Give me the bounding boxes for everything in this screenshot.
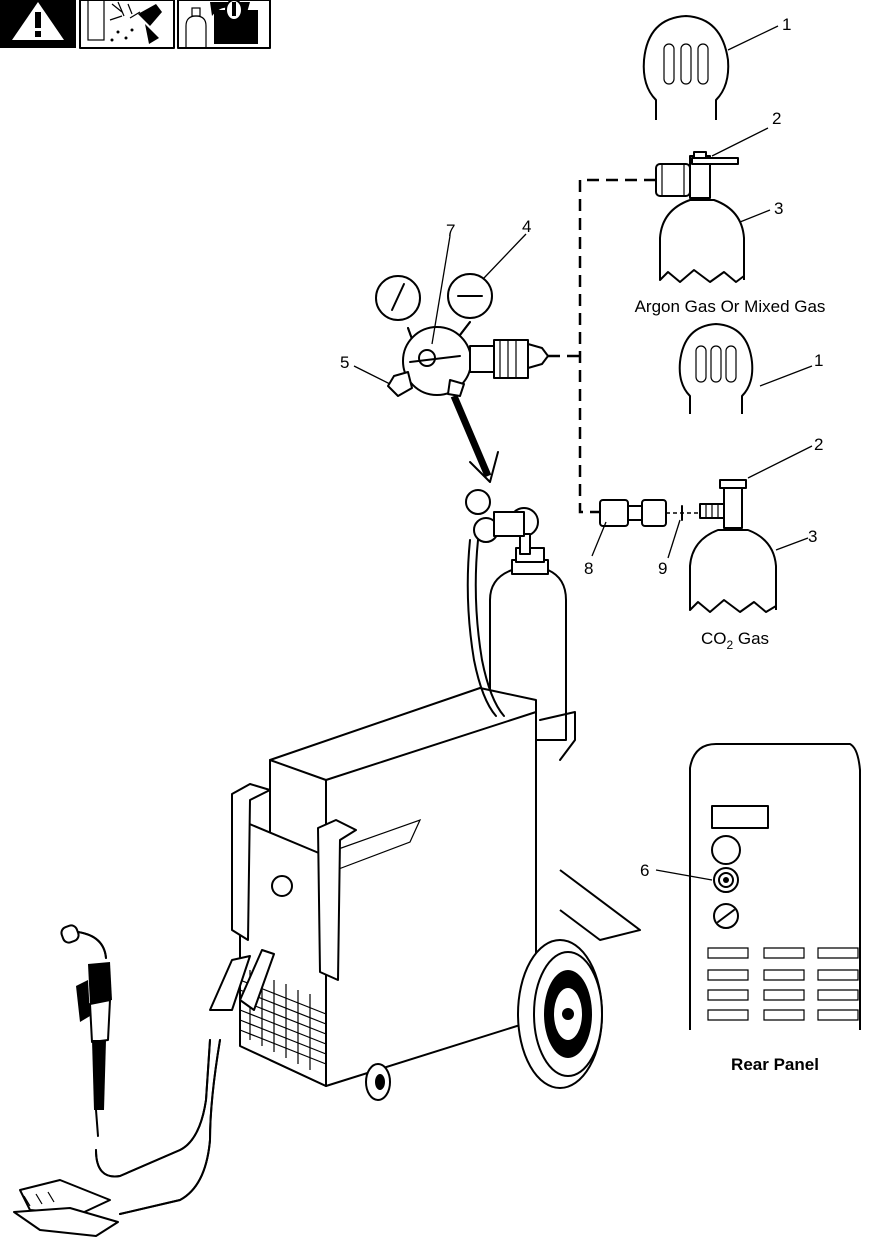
rear-panel-caption: Rear Panel — [731, 1055, 819, 1074]
mig-gun — [60, 924, 210, 1177]
argon-cylinder-cap — [644, 16, 729, 120]
callout-6: 6 — [640, 861, 649, 880]
callout-5: 5 — [340, 353, 349, 372]
argon-cylinder-valve — [656, 152, 738, 198]
callout-3-bottom: 3 — [808, 527, 817, 546]
sparks-hazard-icon — [80, 0, 174, 48]
argon-caption: Argon Gas Or Mixed Gas — [635, 297, 826, 316]
hazard-symbol-strip — [0, 0, 270, 48]
co2-cylinder-cap — [680, 324, 753, 414]
callout-2-bottom: 2 — [814, 435, 823, 454]
callout-2-top: 2 — [772, 109, 781, 128]
ground-clamp — [14, 1180, 118, 1236]
co2-adapter-fitting — [600, 500, 700, 526]
co2-cylinder-valve — [700, 480, 746, 528]
callout-1-bottom: 1 — [814, 351, 823, 370]
co2-caption: CO2 Gas — [701, 629, 769, 652]
callout-3-top: 3 — [774, 199, 783, 218]
callout-4: 4 — [522, 217, 531, 236]
callout-1-top: 1 — [782, 15, 791, 34]
co2-caption-prefix: CO — [701, 629, 727, 648]
argon-cylinder — [660, 200, 744, 282]
callout-7: 7 — [446, 221, 455, 240]
welding-gun-and-cables — [14, 924, 274, 1236]
install-arrow — [454, 396, 498, 482]
regulator-flowmeter — [376, 274, 548, 396]
welder-cart-assembly — [232, 490, 640, 1100]
co2-caption-suffix: Gas — [733, 629, 769, 648]
gas-hose-dashed — [548, 180, 656, 512]
rear-panel — [690, 744, 860, 1030]
co2-cylinder — [690, 530, 776, 612]
cart-wheel — [518, 940, 602, 1088]
callout-9: 9 — [658, 559, 667, 578]
callout-8: 8 — [584, 559, 593, 578]
cylinder-hazard-icon — [178, 0, 270, 48]
warning-icon — [0, 0, 76, 48]
